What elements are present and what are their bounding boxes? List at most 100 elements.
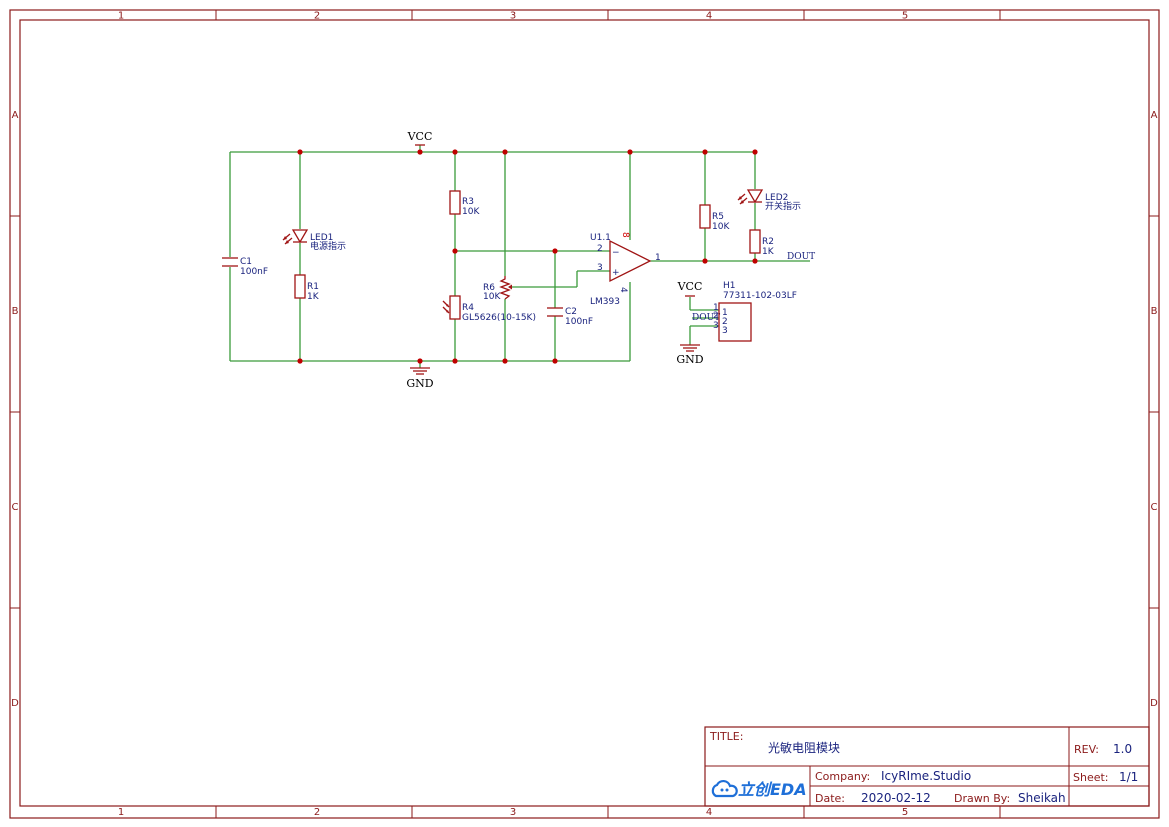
frame-row-right-d: D <box>1150 698 1158 709</box>
junction-dot <box>752 258 758 264</box>
r6-ref: R6 <box>483 283 495 293</box>
drawn-by-value: Sheikah <box>1018 791 1066 805</box>
comparator-u1: U1.1 LM393 2 3 1 8 4 − + <box>590 232 661 307</box>
frame-col-bottom-4: 4 <box>706 807 712 818</box>
u1-pin-4: 4 <box>618 287 628 293</box>
h1-vcc-label: VCC <box>677 280 703 293</box>
h1-ref: H1 <box>723 281 736 291</box>
junction-dot <box>417 149 423 155</box>
h1-dout-net-label: DOUT <box>692 313 720 323</box>
frame-row-right-c: C <box>1151 502 1158 513</box>
h1-side-pin-1: 1 <box>713 303 719 313</box>
u1-minus-sign: − <box>612 248 620 258</box>
junction-dot <box>502 358 508 364</box>
dout-net-label: DOUT <box>787 252 815 262</box>
title-block: TITLE: 光敏电阻模块 REV: 1.0 Company: IcyRIme.… <box>704 726 1150 807</box>
c1-ref: C1 <box>240 257 252 267</box>
h1-gnd-label: GND <box>676 353 703 366</box>
sheet-label: Sheet: <box>1073 771 1109 784</box>
title-value: 光敏电阻模块 <box>768 740 840 755</box>
frame-row-left-d: D <box>11 698 19 709</box>
r2-ref: R2 <box>762 237 774 247</box>
led2-ref: LED2 <box>765 193 788 203</box>
capacitor-c2: C2 100nF <box>547 307 593 327</box>
r1-ref: R1 <box>307 282 319 292</box>
gnd-label: GND <box>406 377 433 390</box>
led-led2: LED2 开关指示 <box>737 189 801 212</box>
u1-pin-1: 1 <box>655 253 661 263</box>
frame-row-left-c: C <box>12 502 19 513</box>
junction-dot <box>452 248 458 254</box>
drawn-by-label: Drawn By: <box>954 792 1010 805</box>
vcc-symbol: VCC <box>407 130 433 146</box>
junction-dot <box>452 149 458 155</box>
r5-value: 10K <box>712 222 730 232</box>
frame-col-bottom-5: 5 <box>902 807 908 818</box>
frame-col-top-1: 1 <box>118 11 124 22</box>
frame-col-top-2: 2 <box>314 11 320 22</box>
led1-ref: LED1 <box>310 233 333 243</box>
c2-value: 100nF <box>565 317 593 327</box>
r1-value: 1K <box>307 292 320 302</box>
u1-plus-sign: + <box>612 268 620 278</box>
company-label: Company: <box>815 770 870 783</box>
junction-dot <box>297 149 303 155</box>
junction-dot <box>452 358 458 364</box>
u1-value: LM393 <box>590 297 620 307</box>
logo-text: 立创EDA <box>738 780 807 799</box>
frame-col-top-3: 3 <box>510 11 516 22</box>
rev-label: REV: <box>1074 743 1099 756</box>
h1-side-pin-2: 2 <box>713 311 719 321</box>
h1-side-pin-3: 3 <box>713 321 719 331</box>
sheet-value: 1/1 <box>1119 770 1138 784</box>
r6-value: 10K <box>483 292 501 302</box>
junctions <box>297 149 758 364</box>
junction-dot <box>297 358 303 364</box>
led1-value: 电源指示 <box>310 240 346 252</box>
capacitor-c1: C1 100nF <box>222 257 268 277</box>
frame-row-left-b: B <box>12 306 19 317</box>
date-label: Date: <box>815 792 845 805</box>
vcc-label: VCC <box>407 130 433 143</box>
r2-value: 1K <box>762 247 775 257</box>
rev-value: 1.0 <box>1113 742 1132 756</box>
h1-pin-1: 1 <box>722 308 728 318</box>
frame-col-top-5: 5 <box>902 11 908 22</box>
junction-dot <box>702 258 708 264</box>
u1-ref: U1.1 <box>590 233 611 243</box>
frame-col-bottom-1: 1 <box>118 807 124 818</box>
led2-value: 开关指示 <box>765 200 801 212</box>
h1-value: 77311-102-03LF <box>723 291 797 301</box>
frame-row-right-b: B <box>1151 306 1158 317</box>
c2-ref: C2 <box>565 307 577 317</box>
h1-pin-2: 2 <box>722 317 728 327</box>
junction-dot <box>552 358 558 364</box>
junction-dot <box>627 149 633 155</box>
led-led1: LED1 电源指示 <box>282 229 346 252</box>
company-value: IcyRIme.Studio <box>881 769 971 783</box>
wires <box>229 145 810 368</box>
frame-col-bottom-3: 3 <box>510 807 516 818</box>
junction-dot <box>702 149 708 155</box>
connector-h1: VCC DOUT GND 1 2 3 1 2 3 H1 77311-102-03… <box>676 280 797 366</box>
c1-value: 100nF <box>240 267 268 277</box>
r4-ref: R4 <box>462 303 474 313</box>
date-value: 2020-02-12 <box>861 791 931 805</box>
resistor-r5: R5 10K <box>699 204 730 232</box>
h1-pin-3: 3 <box>722 326 728 336</box>
cloud-icon <box>711 779 738 798</box>
frame-row-right-a: A <box>1151 110 1158 121</box>
u1-pin-3: 3 <box>597 263 603 273</box>
u1-pin-8: 8 <box>620 232 630 238</box>
resistor-r3: R3 10K <box>449 190 480 217</box>
r3-value: 10K <box>462 207 480 217</box>
title-label: TITLE: <box>709 730 743 743</box>
frame-col-top-4: 4 <box>706 11 712 22</box>
junction-dot <box>417 358 423 364</box>
u1-pin-2: 2 <box>597 244 603 254</box>
frame-col-bottom-2: 2 <box>314 807 320 818</box>
sheet-frame: 1 2 3 4 5 1 2 3 4 5 A B C D A B C D <box>9 9 1160 819</box>
r5-ref: R5 <box>712 212 724 222</box>
frame-row-left-a: A <box>12 110 19 121</box>
